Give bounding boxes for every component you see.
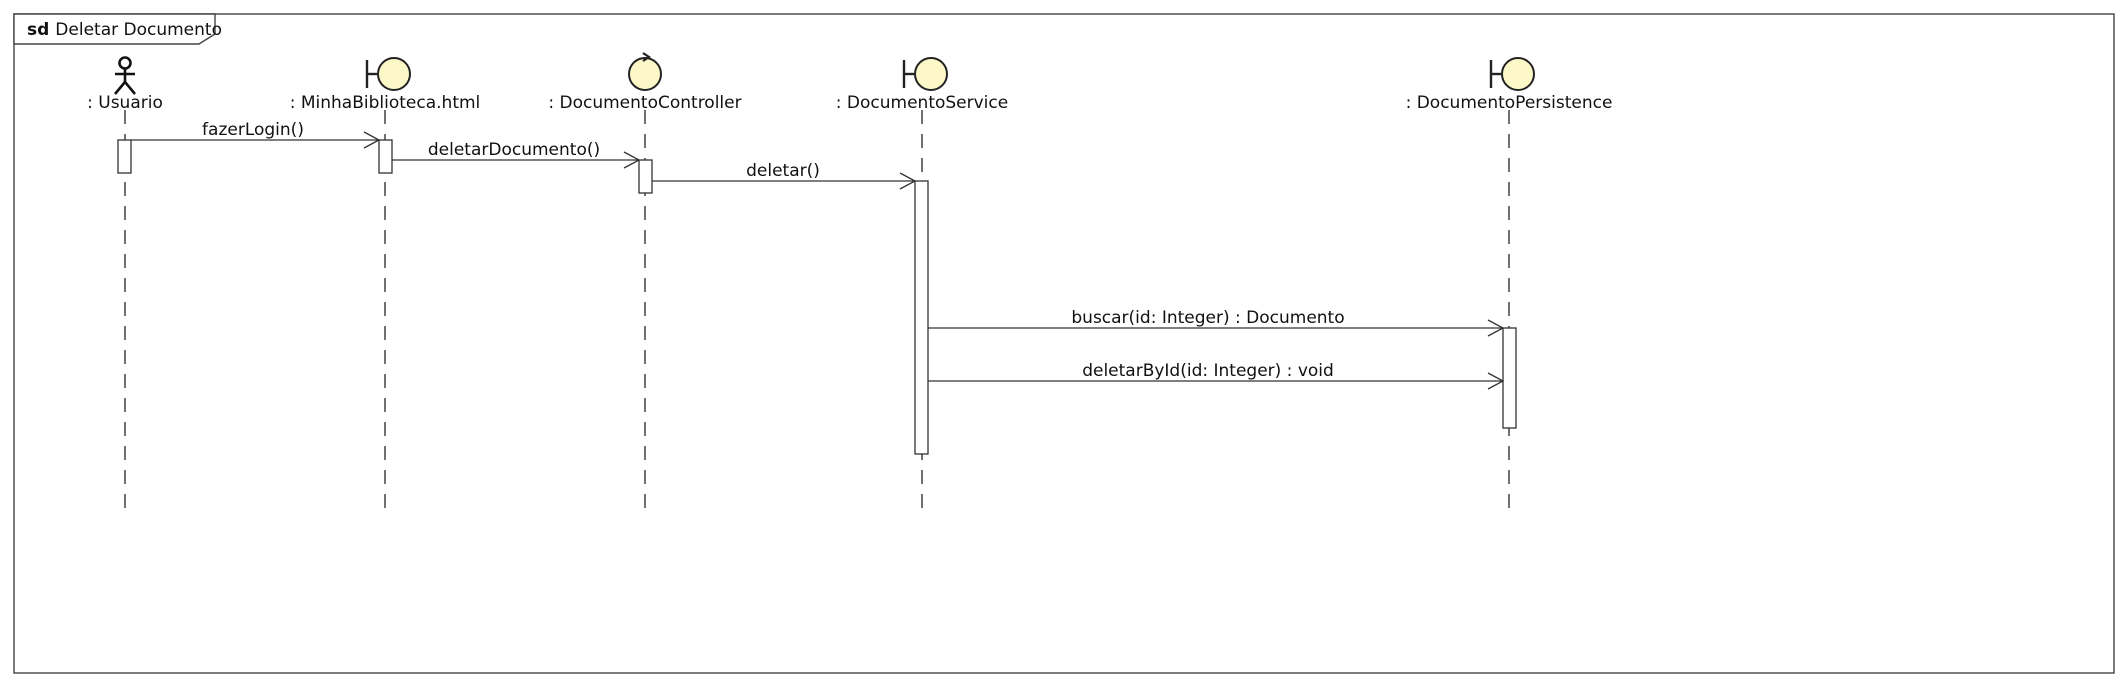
frame-title-tab <box>13 13 216 45</box>
boundary-icon <box>1489 57 1535 91</box>
message-deletar-by-id: deletarById(id: Integer) : void <box>928 361 1505 390</box>
activation-service <box>914 180 929 455</box>
activation-controller <box>638 159 653 194</box>
message-fazer-login: fazerLogin() <box>131 120 381 149</box>
message-label: deletarById(id: Integer) : void <box>1082 361 1334 381</box>
boundary-icon <box>365 57 411 91</box>
lifeline-label-html: : MinhaBiblioteca.html <box>290 93 481 113</box>
activation-usuario <box>117 139 132 174</box>
control-icon <box>628 52 662 91</box>
message-deletar-documento: deletarDocumento() <box>392 140 641 169</box>
lifeline-label-service: : DocumentoService <box>836 93 1008 113</box>
message-label: deletar() <box>746 161 820 181</box>
activation-html <box>378 139 393 174</box>
actor-icon <box>114 56 136 95</box>
frame-title: sd Deletar Documento <box>27 20 222 40</box>
message-buscar: buscar(id: Integer) : Documento <box>928 308 1505 337</box>
lifeline-label-controller: : DocumentoController <box>548 93 741 113</box>
message-label: deletarDocumento() <box>428 140 600 160</box>
activation-persistence <box>1502 327 1517 429</box>
lifeline-label-usuario: : Usuario <box>87 93 163 113</box>
frame-title-text: Deletar Documento <box>55 20 222 40</box>
message-deletar: deletar() <box>652 161 917 190</box>
frame-keyword: sd <box>27 20 49 40</box>
message-label: fazerLogin() <box>202 120 304 140</box>
lifeline-label-persistence: : DocumentoPersistence <box>1406 93 1613 113</box>
boundary-icon <box>902 57 948 91</box>
message-label: buscar(id: Integer) : Documento <box>1071 308 1344 328</box>
diagram-frame <box>13 13 2115 674</box>
